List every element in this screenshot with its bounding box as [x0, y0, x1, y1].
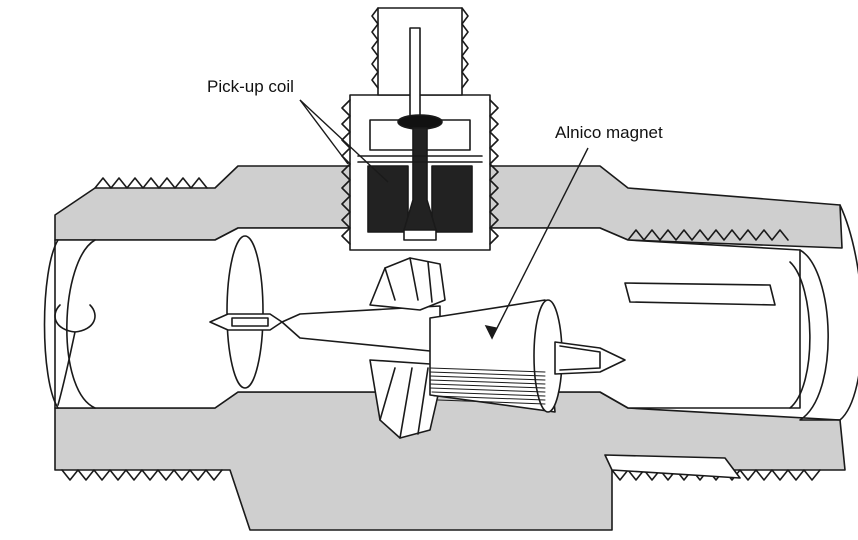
downstream-shaft	[554, 341, 626, 375]
inlet-opening	[66, 239, 96, 409]
alnico-magnet-leader	[491, 147, 589, 339]
alnico-magnet-hatch	[429, 367, 546, 405]
pickup-coil-right	[431, 165, 473, 233]
downstream-support-top	[624, 282, 776, 306]
housing-right-threads	[489, 99, 499, 245]
top-right-threads	[627, 229, 789, 241]
connector-pin	[409, 27, 421, 119]
pickup-coil-leader-1	[299, 99, 389, 183]
downstream-support-bottom	[604, 454, 741, 479]
pickup-coil-leader-2	[299, 99, 349, 165]
bottom-right-threads	[611, 469, 821, 481]
upstream-bearing-nose	[209, 313, 283, 331]
top-left-threads	[94, 177, 208, 189]
rotor-hub	[429, 299, 556, 413]
coil-top-cap	[397, 114, 443, 130]
alnico-magnet-arrowhead	[484, 325, 497, 340]
outlet-end-ring	[799, 204, 858, 421]
bottom-left-threads	[61, 469, 223, 481]
housing-left-threads	[341, 99, 351, 245]
alnico-magnet-label: Alnico magnet	[555, 123, 663, 142]
bore-ellipse-upstream	[226, 235, 264, 389]
pickup-coil-left	[367, 165, 409, 233]
pickup-coil-label: Pick-up coil	[207, 77, 294, 96]
